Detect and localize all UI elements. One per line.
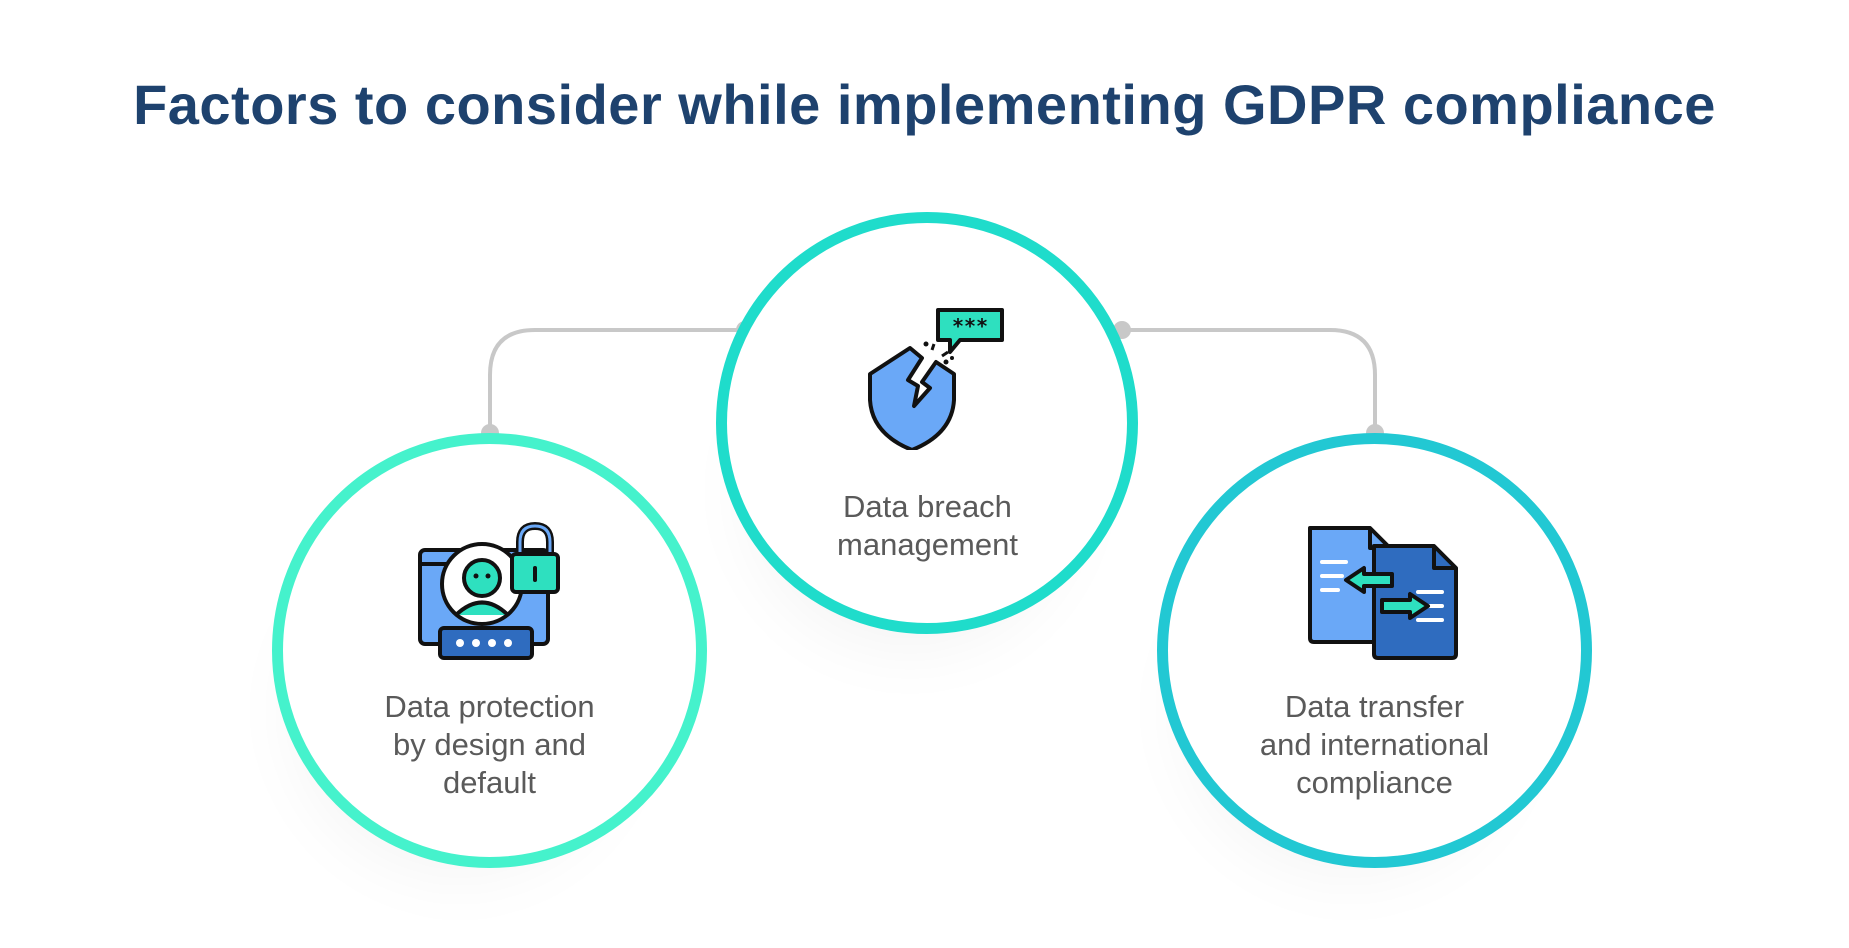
document-transfer-icon (1308, 526, 1458, 660)
factor-label-data-breach: Data breach management (740, 488, 1115, 564)
user-lock-icon (418, 521, 560, 660)
label-line: default (442, 765, 537, 800)
svg-text:***: *** (952, 314, 988, 338)
label-line: Data protection (384, 689, 595, 724)
page-title: Factors to consider while implementing G… (133, 73, 1716, 136)
factor-label-data-protection: Data protection by design and default (302, 688, 677, 802)
label-line: compliance (1296, 765, 1453, 800)
connector-right (1122, 328, 1377, 433)
label-line: Data breach (843, 489, 1012, 524)
label-line: and international (1259, 727, 1490, 762)
label-line: by design and (392, 727, 587, 762)
broken-shield-icon: *** (868, 308, 1004, 450)
factor-circle-data-protection (272, 433, 707, 868)
factor-label-data-transfer: Data transfer and international complian… (1187, 688, 1562, 802)
label-line: Data transfer (1284, 689, 1465, 724)
connector-left (488, 328, 745, 433)
label-line: management (837, 527, 1018, 562)
